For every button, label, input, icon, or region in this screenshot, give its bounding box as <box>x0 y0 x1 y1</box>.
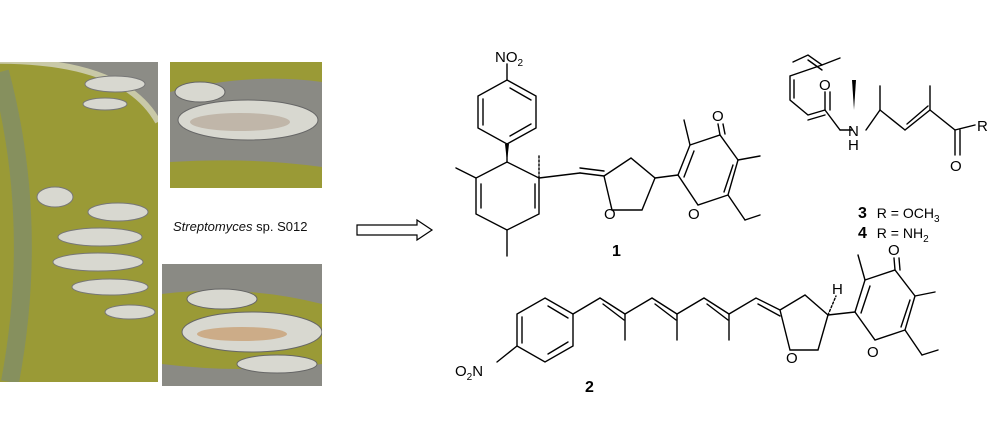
isolation-arrow <box>356 218 434 242</box>
organism-caption: Streptomyces sp. S012 <box>173 219 307 234</box>
ketone-oxygen-2: O <box>888 242 900 259</box>
nitro-group-2: O2N <box>455 363 483 383</box>
compound-1-label: 1 <box>612 243 621 260</box>
compound-1-structure <box>455 63 761 257</box>
organism-strain: sp. S012 <box>256 219 308 234</box>
compound-2-label: 2 <box>585 379 594 396</box>
thf-oxygen-2: O <box>786 350 798 367</box>
organism-genus: Streptomyces <box>173 219 253 234</box>
compound-3-4-structure <box>789 54 976 156</box>
nitro-group-1: NO2 <box>495 49 524 69</box>
wedge-bond-3 <box>852 80 856 110</box>
compound-3-line: 3 R = OCH3 <box>858 205 940 225</box>
amide-oxygen-3: O <box>819 77 831 94</box>
colony-closeup-top <box>170 62 322 188</box>
pyranone-oxygen-1: O <box>688 206 700 223</box>
amide-nitrogen-3: N <box>848 123 859 140</box>
wedge-bond-1 <box>505 144 509 162</box>
pyranone-oxygen-2: O <box>867 344 879 361</box>
stereo-hydrogen-2: H <box>832 281 843 298</box>
thf-oxygen-1: O <box>604 206 616 223</box>
ketone-oxygen-1: O <box>712 108 724 125</box>
colony-closeup-bottom <box>162 264 322 386</box>
culture-plate-photo <box>0 62 158 382</box>
compound-4-line: 4 R = NH2 <box>858 225 929 245</box>
r-group-3: R <box>977 118 988 135</box>
amide-hydrogen-3: H <box>848 137 859 154</box>
compound-2-structure <box>496 254 939 363</box>
carbonyl-oxygen-3: O <box>950 158 962 175</box>
